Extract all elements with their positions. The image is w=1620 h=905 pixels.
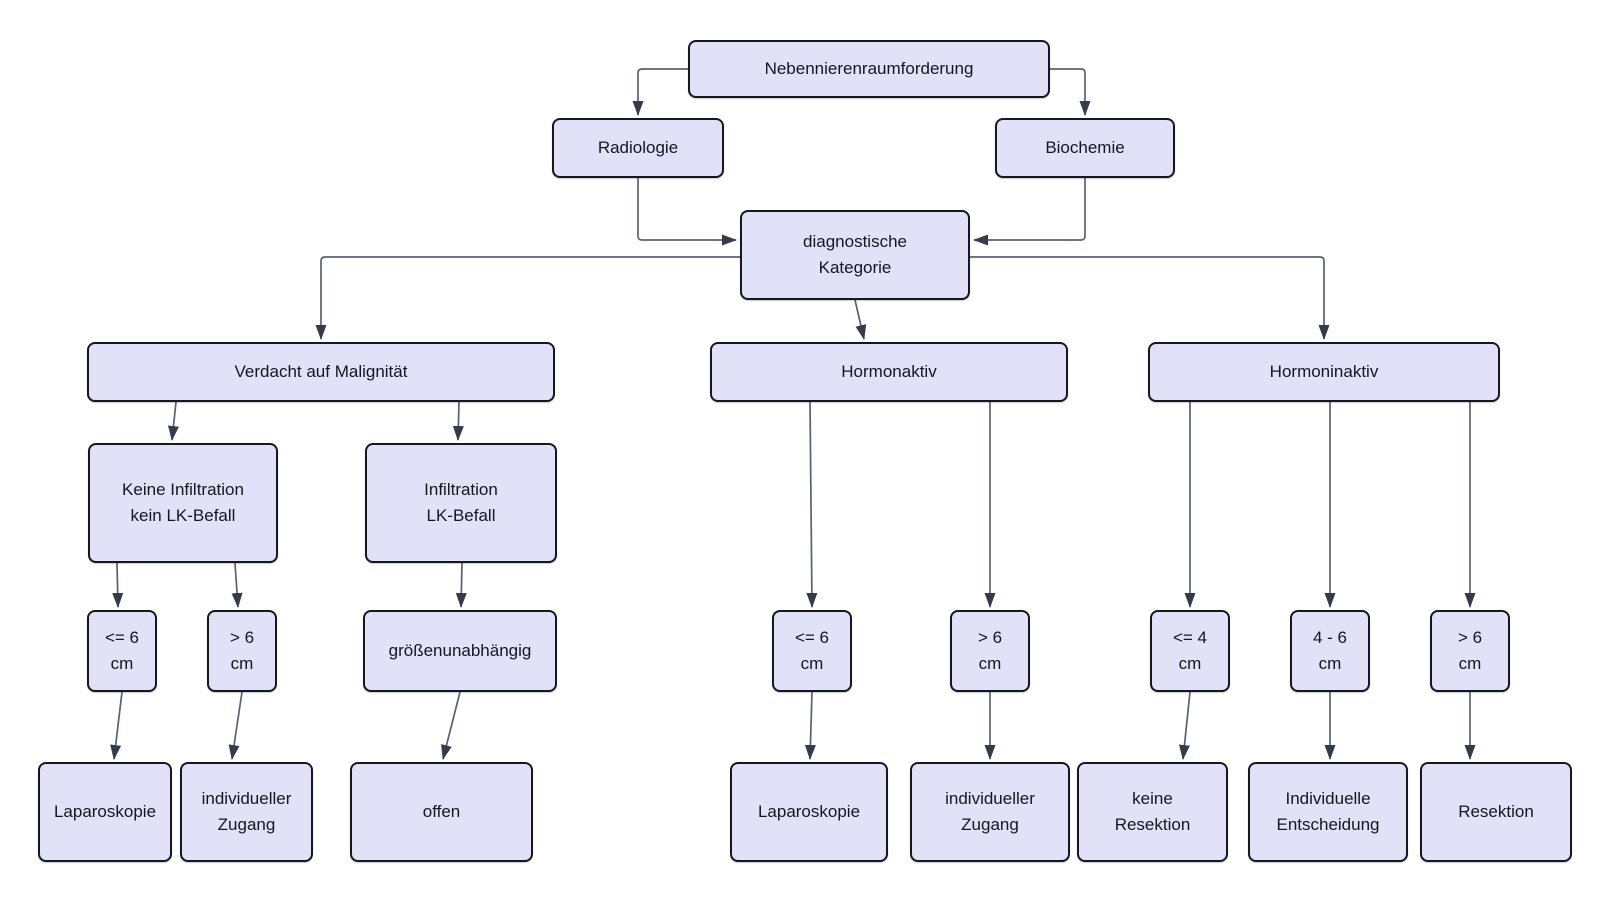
- node-individuelle-entscheidung: Individuelle Entscheidung: [1248, 762, 1408, 862]
- node-verdacht-auf-malignitaet: Verdacht auf Malignität: [87, 342, 555, 402]
- edge-verdacht-keine-infiltration: [167, 401, 179, 441]
- node-radiologie: Radiologie: [552, 118, 724, 178]
- edge-le6-laparoskopie-links: [110, 691, 123, 760]
- node-individueller-zugang-links: individueller Zugang: [180, 762, 313, 862]
- node-laparoskopie-mitte: Laparoskopie: [730, 762, 888, 862]
- node-offen: offen: [350, 762, 533, 862]
- edge-hormonaktiv-le6: [806, 401, 818, 608]
- edge-root-radiologie: [632, 68, 688, 116]
- node-hormonaktiv: Hormonaktiv: [710, 342, 1068, 402]
- edge-kategorie-hormoninaktiv: [970, 256, 1330, 340]
- node-groessenunabhaengig: größenunabhängig: [363, 610, 557, 692]
- edge-le4-keine-resektion: [1178, 691, 1191, 760]
- edge-verdacht-infiltration: [452, 401, 464, 441]
- node-size-g6-links: > 6 cm: [207, 610, 277, 692]
- edge-kategorie-verdacht: [315, 256, 740, 340]
- node-size-le4: <= 4 cm: [1150, 610, 1230, 692]
- edge-keine-infiltration-g6: [231, 562, 243, 608]
- node-resektion: Resektion: [1420, 762, 1572, 862]
- edge-radiologie-kategorie: [637, 178, 737, 246]
- node-size-le6-mitte: <= 6 cm: [772, 610, 852, 692]
- edge-root-biochemie: [1050, 68, 1091, 116]
- node-size-le6-links: <= 6 cm: [87, 610, 157, 692]
- edge-le6-laparoskopie-mitte: [804, 691, 816, 760]
- edge-kategorie-hormonaktiv: [854, 299, 867, 340]
- node-laparoskopie-links: Laparoskopie: [38, 762, 172, 862]
- node-infiltration: Infiltration LK-Befall: [365, 443, 557, 563]
- edge-keine-infiltration-le6: [112, 562, 124, 608]
- node-size-g6-rechts: > 6 cm: [1430, 610, 1510, 692]
- node-biochemie: Biochemie: [995, 118, 1175, 178]
- node-size-4-6: 4 - 6 cm: [1290, 610, 1370, 692]
- node-keine-resektion: keine Resektion: [1077, 762, 1228, 862]
- node-individueller-zugang-mitte: individueller Zugang: [910, 762, 1070, 862]
- edge-g6-individueller-zugang-links: [228, 691, 243, 760]
- edge-biochemie-kategorie: [973, 178, 1086, 246]
- node-size-g6-mitte: > 6 cm: [950, 610, 1030, 692]
- node-hormoninaktiv: Hormoninaktiv: [1148, 342, 1500, 402]
- edge-infiltration-groessenunabhaengig: [455, 562, 467, 608]
- edge-groessenunabhaengig-offen: [441, 691, 461, 760]
- node-diagnostische-kategorie: diagnostische Kategorie: [740, 210, 970, 300]
- node-nebennierenraumforderung: Nebennierenraumforderung: [688, 40, 1050, 98]
- node-keine-infiltration: Keine Infiltration kein LK-Befall: [88, 443, 278, 563]
